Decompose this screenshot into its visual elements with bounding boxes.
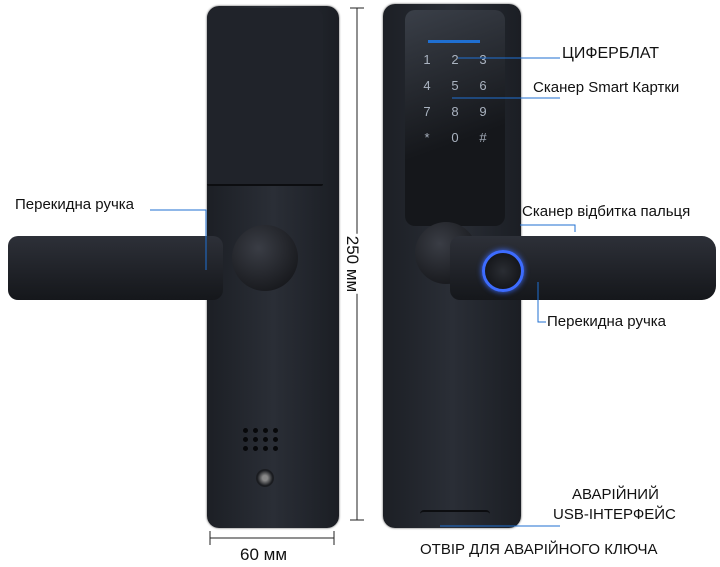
usb-port-cover bbox=[420, 510, 490, 522]
dimension-width: 60 мм bbox=[240, 545, 288, 564]
label-fingerprint-scanner: Сканер відбитка пальця bbox=[522, 203, 691, 220]
lock-back-rose bbox=[232, 225, 298, 291]
key-4[interactable]: 4 bbox=[423, 78, 431, 93]
key-1[interactable]: 1 bbox=[423, 52, 431, 67]
key-star[interactable]: * bbox=[424, 130, 430, 145]
keypad-glass bbox=[405, 10, 505, 226]
label-handle-right: Перекидна ручка bbox=[547, 313, 667, 330]
dimension-height: 250 мм bbox=[342, 233, 363, 295]
status-light-bar bbox=[428, 40, 480, 43]
key-5[interactable]: 5 bbox=[451, 78, 459, 93]
speaker-grille bbox=[243, 428, 283, 454]
key-0[interactable]: 0 bbox=[451, 130, 459, 145]
fingerprint-sensor-icon bbox=[482, 250, 524, 292]
key-7[interactable]: 7 bbox=[423, 104, 431, 119]
key-2[interactable]: 2 bbox=[451, 52, 459, 67]
keypad: 1 2 3 4 5 6 7 8 9 * 0 # bbox=[420, 52, 500, 152]
key-hash[interactable]: # bbox=[479, 130, 487, 145]
label-card-scanner: Сканер Smart Картки bbox=[533, 79, 680, 96]
label-usb-line2: USB-ІНТЕРФЕЙС bbox=[553, 506, 676, 523]
key-6[interactable]: 6 bbox=[479, 78, 487, 93]
key-3[interactable]: 3 bbox=[479, 52, 487, 67]
label-key-hole: ОТВІР ДЛЯ АВАРІЙНОГО КЛЮЧА bbox=[420, 541, 658, 558]
lock-back-handle bbox=[8, 236, 223, 300]
lock-back-upper-panel bbox=[207, 8, 323, 186]
label-dial: ЦИФЕРБЛАТ bbox=[562, 45, 660, 62]
key-hole bbox=[256, 469, 274, 487]
key-8[interactable]: 8 bbox=[451, 104, 459, 119]
label-handle-left: Перекидна ручка bbox=[15, 196, 135, 213]
label-usb-line1: АВАРІЙНИЙ bbox=[572, 486, 659, 503]
key-9[interactable]: 9 bbox=[479, 104, 487, 119]
